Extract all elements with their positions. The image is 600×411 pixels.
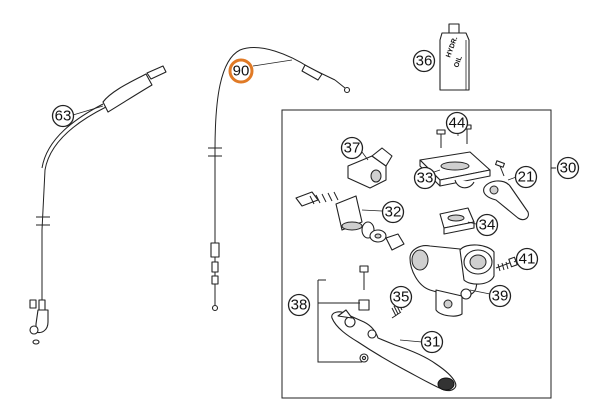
svg-text:21: 21 (518, 169, 535, 186)
svg-text:39: 39 (492, 288, 509, 305)
piston-assembly-part-32 (295, 191, 405, 251)
svg-text:63: 63 (55, 108, 72, 125)
svg-text:90: 90 (233, 63, 250, 80)
kit-frame-part-30 (281, 109, 556, 399)
pivot-bolt-part-38 (317, 265, 370, 363)
callout-37: 37 (340, 136, 364, 160)
throttle-cable-part-63 (29, 65, 167, 345)
callout-41: 41 (515, 247, 539, 271)
clutch-cable-part-90 (208, 47, 351, 312)
svg-text:32: 32 (385, 204, 402, 221)
lever-bracket-part-37 (347, 147, 393, 189)
svg-text:37: 37 (344, 140, 361, 157)
adjuster-lever-part-21 (483, 180, 529, 221)
callout-44: 44 (445, 111, 469, 135)
callout-38: 38 (287, 293, 311, 317)
svg-text:36: 36 (416, 53, 433, 70)
callout-30: 30 (556, 156, 580, 180)
callout-31: 31 (420, 330, 444, 354)
hydraulic-oil-bottle-part-36: HYDR. OIL (439, 23, 470, 91)
svg-text:34: 34 (479, 217, 496, 234)
svg-text:33: 33 (417, 170, 434, 187)
callout-21: 21 (514, 165, 538, 189)
spring-part-35 (391, 299, 405, 319)
callout-63: 63 (51, 104, 75, 128)
bleed-screw-part-41 (495, 256, 518, 272)
callout-32: 32 (381, 200, 405, 224)
svg-text:44: 44 (449, 115, 466, 132)
callout-35: 35 (389, 285, 413, 309)
callout-39: 39 (488, 284, 512, 308)
svg-text:30: 30 (560, 160, 577, 177)
screws-part-44 (436, 124, 472, 148)
master-cylinder-body-part-39 (409, 244, 495, 317)
callout-36: 36 (412, 49, 436, 73)
bottle-label-line2: OIL (453, 55, 464, 69)
svg-text:38: 38 (291, 297, 308, 314)
svg-text:41: 41 (519, 251, 536, 268)
clamp-part-34 (439, 207, 475, 235)
svg-text:31: 31 (424, 334, 441, 351)
svg-text:35: 35 (393, 289, 410, 306)
adjuster-screw (495, 160, 505, 177)
callout-34: 34 (475, 213, 499, 237)
callout-33: 33 (413, 166, 437, 190)
callout-90-highlighted[interactable]: 90 (228, 58, 254, 84)
brake-lever-part-31 (331, 309, 457, 392)
